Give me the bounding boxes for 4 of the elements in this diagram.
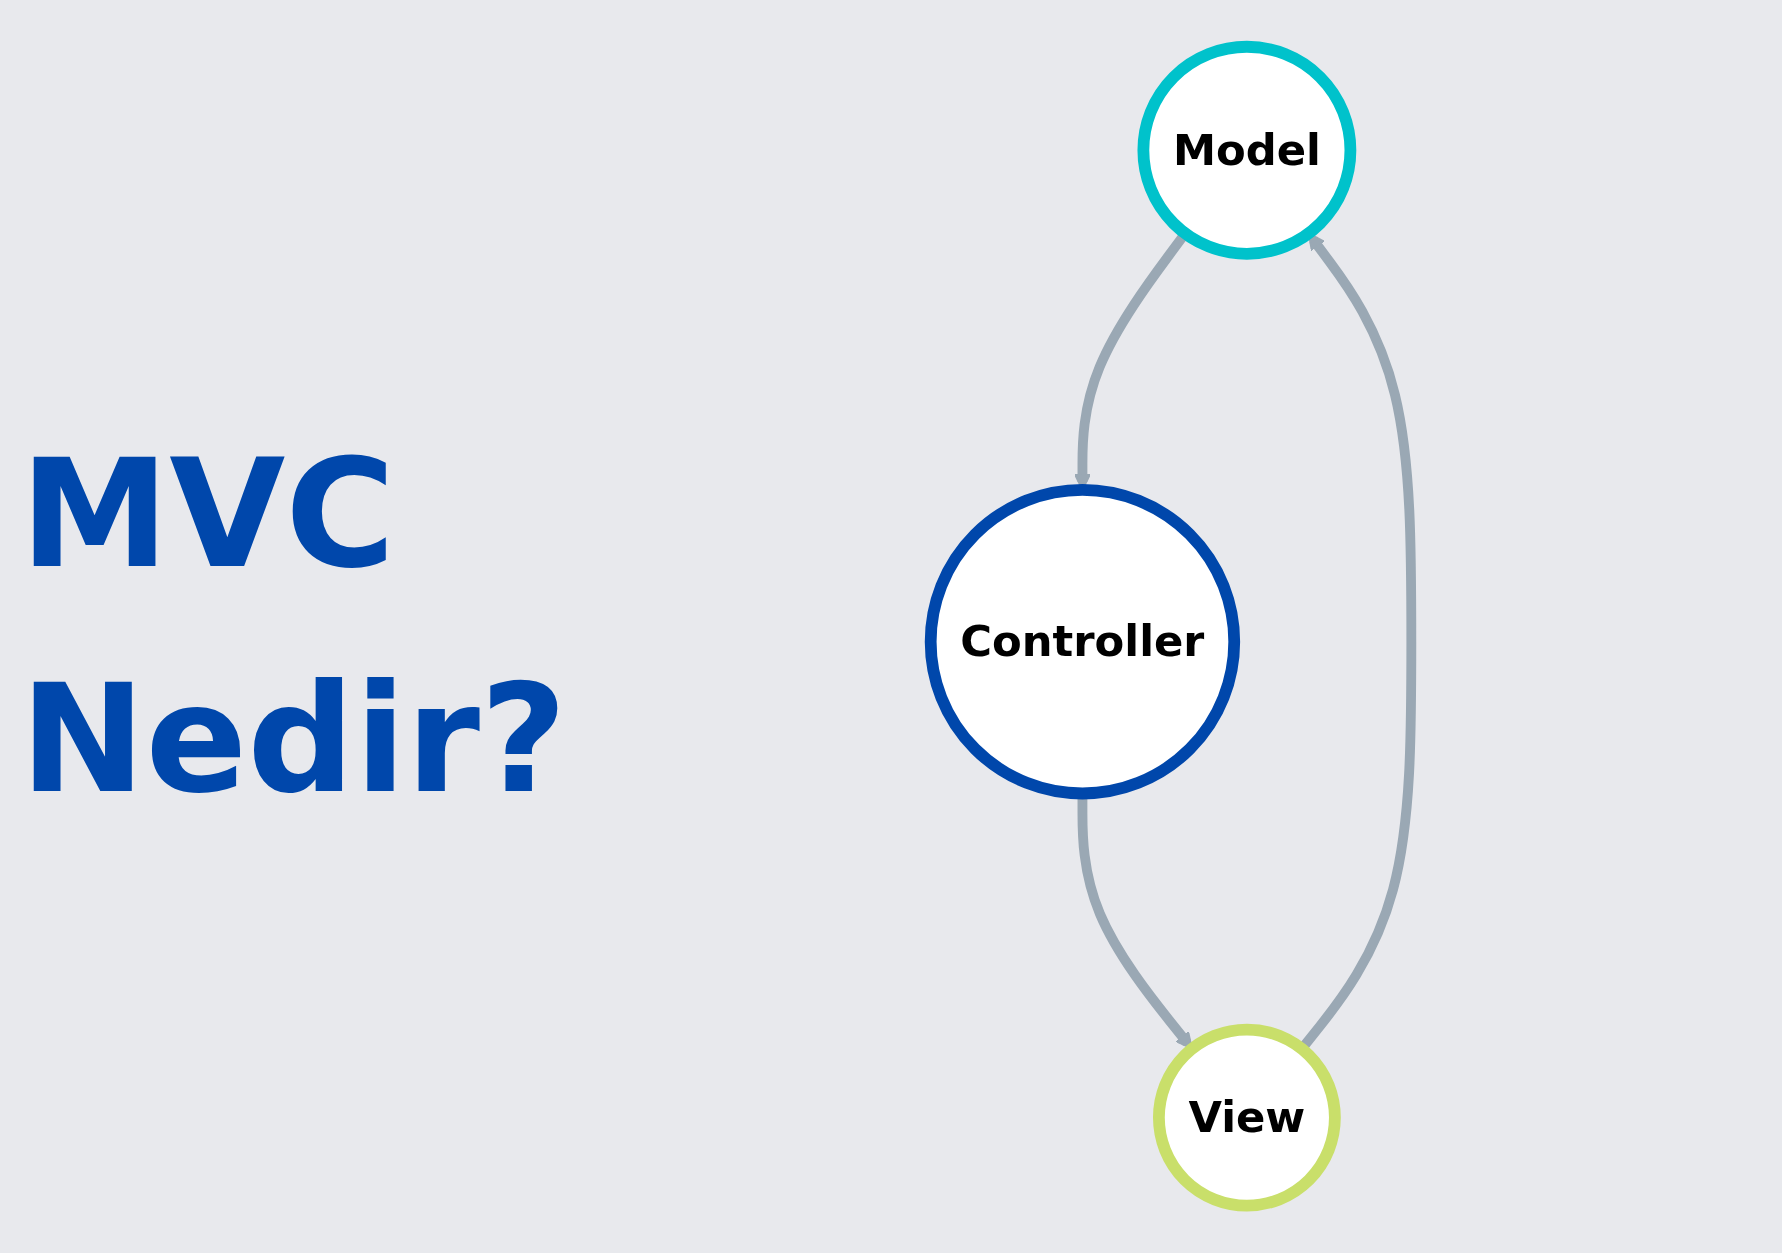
- title: MVC Nedir?: [19, 425, 560, 828]
- node-circle: Controller: [924, 484, 1241, 800]
- node-circle: View: [1153, 1024, 1341, 1212]
- node-circle: Model: [1137, 41, 1357, 261]
